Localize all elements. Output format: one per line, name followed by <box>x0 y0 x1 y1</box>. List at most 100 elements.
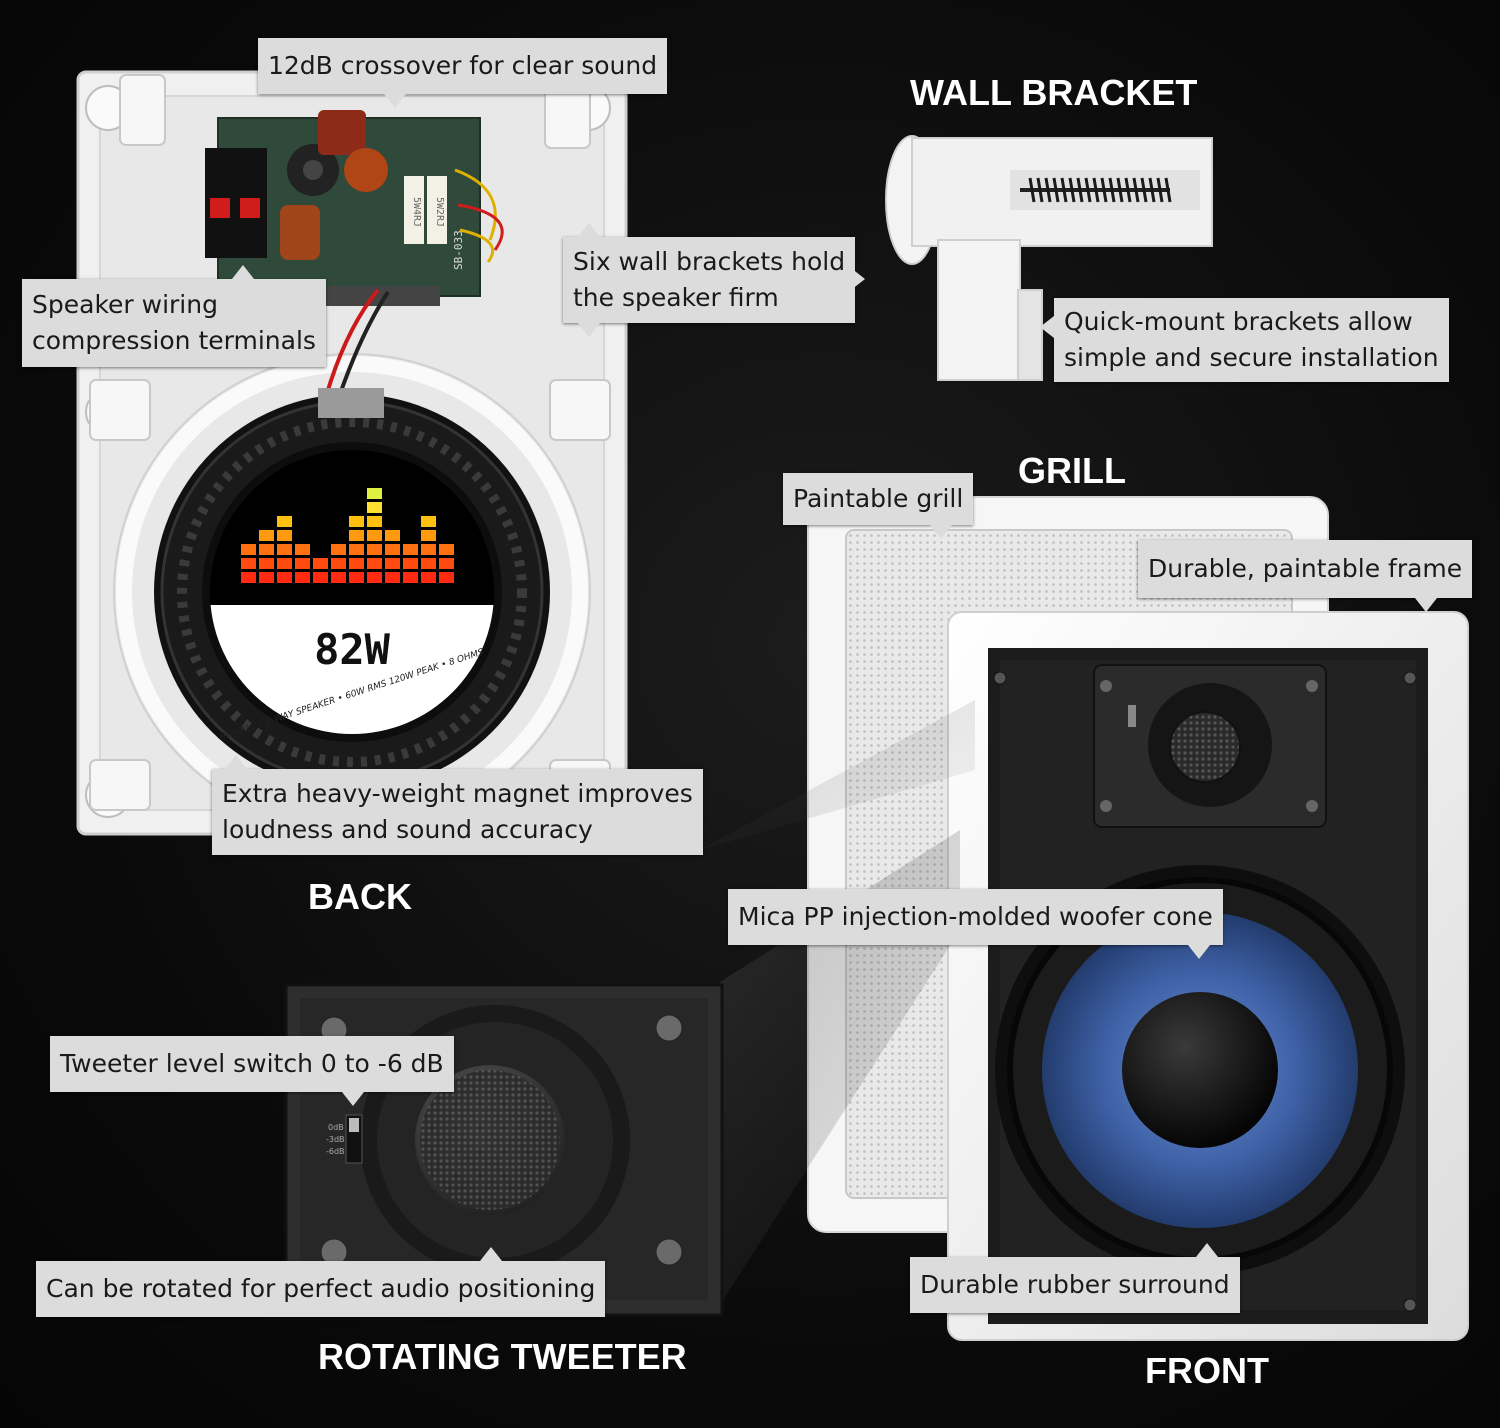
resistor-label-1: 5W4RJ <box>411 197 422 227</box>
eq-cell <box>385 572 400 583</box>
callout-paintable-frame: Durable, paintable frame <box>1138 540 1473 598</box>
eq-cell <box>295 572 310 583</box>
eq-cell <box>259 530 274 541</box>
title-wall-bracket: WALL BRACKET <box>910 72 1198 113</box>
crossover-pcb: 5W4RJ 5W2RJ SB-033 <box>205 110 504 306</box>
eq-cell <box>259 558 274 569</box>
screw-thread-line <box>1156 177 1164 203</box>
callout-brackets-pointer-right <box>851 268 865 290</box>
screw-thread-line <box>1140 177 1148 203</box>
callout-magnet-pointer <box>225 755 247 769</box>
eq-cell <box>439 572 454 583</box>
screw-thread-line <box>1060 177 1068 203</box>
eq-cell <box>367 516 382 527</box>
eq-cell <box>295 544 310 555</box>
callout-brackets-pointer-up <box>578 223 600 237</box>
callout-crossover-text: 12dB crossover for clear sound <box>268 51 658 80</box>
callout-surround: Durable rubber surround <box>910 1257 1240 1313</box>
callout-tweeter-switch-pointer <box>342 1092 364 1106</box>
title-grill: GRILL <box>1018 450 1126 491</box>
switch-label-3db: -3dB <box>326 1135 345 1144</box>
switch-label-0db: 0dB <box>328 1123 344 1132</box>
screw-thread-line <box>1052 177 1060 203</box>
eq-cell <box>259 544 274 555</box>
callout-quick-mount: Quick-mount brackets allow simple and se… <box>1054 298 1449 382</box>
callout-paintable-frame-pointer <box>1415 598 1437 612</box>
magnet-driver <box>154 388 550 790</box>
eq-cell <box>349 572 364 583</box>
eq-cell <box>421 530 436 541</box>
screw-thread-line <box>1028 177 1036 203</box>
eq-cell <box>241 572 256 583</box>
screw-thread-line <box>1148 177 1156 203</box>
screw-thread-line <box>1164 177 1172 203</box>
screw-thread-line <box>1124 177 1132 203</box>
eq-cell <box>295 558 310 569</box>
wattage-label: 82W <box>314 625 390 674</box>
screw-thread-line <box>1068 177 1076 203</box>
eq-cell <box>421 572 436 583</box>
board-id-label: SB-033 <box>452 230 465 270</box>
screw-thread-line <box>1076 177 1084 203</box>
switch-label-6db: -6dB <box>326 1147 345 1156</box>
callout-quick-mount-pointer <box>1040 316 1054 338</box>
eq-cell <box>403 558 418 569</box>
eq-cell <box>367 502 382 513</box>
eq-cell <box>313 558 328 569</box>
eq-cell <box>421 544 436 555</box>
callout-wiring-line2: compression terminals <box>32 326 316 355</box>
eq-cell <box>367 544 382 555</box>
eq-cell <box>367 572 382 583</box>
eq-cell <box>421 516 436 527</box>
callout-rotated-pointer <box>480 1247 502 1261</box>
callout-crossover: 12dB crossover for clear sound <box>258 38 668 94</box>
eq-cell <box>349 516 364 527</box>
wall-bracket <box>885 135 1213 381</box>
eq-cell <box>385 558 400 569</box>
callout-crossover-pointer <box>384 94 406 108</box>
resistor-label-2: 5W2RJ <box>434 197 445 227</box>
callout-surround-text: Durable rubber surround <box>920 1270 1230 1299</box>
eq-cell <box>277 516 292 527</box>
screw-thread-line <box>1084 177 1092 203</box>
eq-cell <box>367 558 382 569</box>
callout-paintable-grill-pointer <box>930 525 952 539</box>
screw-thread-line <box>1132 177 1140 203</box>
callout-woofer-text: Mica PP injection-molded woofer cone <box>738 902 1213 931</box>
title-rotating-tweeter: ROTATING TWEETER <box>318 1336 687 1377</box>
callout-tweeter-switch-text: Tweeter level switch 0 to -6 dB <box>60 1049 444 1078</box>
callout-brackets-pointer-down <box>578 323 600 337</box>
eq-cell <box>385 544 400 555</box>
back-view: 5W4RJ 5W2RJ SB-033 <box>76 70 628 836</box>
callout-wall-brackets: Six wall brackets hold the speaker firm <box>563 237 856 323</box>
eq-cell <box>277 558 292 569</box>
eq-cell <box>313 572 328 583</box>
callout-paintable-frame-text: Durable, paintable frame <box>1148 554 1463 583</box>
callout-wiring-pointer <box>232 265 254 279</box>
title-back: BACK <box>308 876 412 917</box>
front-view <box>807 496 1469 1341</box>
title-front: FRONT <box>1145 1350 1269 1391</box>
screw-thread-line <box>1036 177 1044 203</box>
eq-cell <box>349 530 364 541</box>
eq-cell <box>277 572 292 583</box>
screw-thread-line <box>1092 177 1100 203</box>
eq-cell <box>331 544 346 555</box>
eq-cell <box>439 558 454 569</box>
eq-cell <box>403 544 418 555</box>
eq-cell <box>403 572 418 583</box>
eq-cell <box>241 558 256 569</box>
eq-cell <box>439 544 454 555</box>
callout-magnet-line1: Extra heavy-weight magnet improves <box>222 779 693 808</box>
callout-brackets-line1: Six wall brackets hold <box>573 247 846 276</box>
callout-tweeter-switch: Tweeter level switch 0 to -6 dB <box>50 1036 454 1092</box>
eq-cell <box>367 530 382 541</box>
eq-cell <box>277 530 292 541</box>
callout-rotated-text: Can be rotated for perfect audio positio… <box>46 1274 596 1303</box>
callout-surround-pointer <box>1196 1243 1218 1257</box>
screw-thread-line <box>1044 177 1052 203</box>
eq-cell <box>331 572 346 583</box>
callout-paintable-grill: Paintable grill <box>783 473 974 525</box>
